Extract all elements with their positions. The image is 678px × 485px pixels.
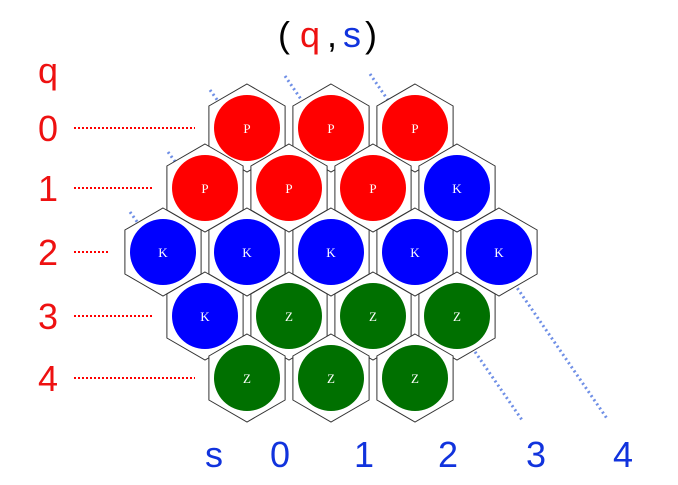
hex-cell: P <box>166 143 244 233</box>
cell-label: P <box>327 121 334 136</box>
s-column-label: 3 <box>526 434 546 475</box>
hex-cell: Z <box>418 271 496 361</box>
cell-circle <box>130 219 196 285</box>
cell-label: P <box>411 121 418 136</box>
cell-circle <box>214 95 280 161</box>
hex-cell: K <box>418 143 496 233</box>
q-row-label: 0 <box>38 108 58 149</box>
hex-cell: P <box>208 83 286 173</box>
s-column-labels: 0 1 2 3 4 <box>270 434 633 475</box>
hex-cell: P <box>292 83 370 173</box>
hex-cell: K <box>460 207 538 297</box>
cell-label: Z <box>285 309 293 324</box>
cell-circle <box>214 219 280 285</box>
hex-cell: Z <box>334 271 412 361</box>
cell-circle <box>466 219 532 285</box>
hex-cell: Z <box>250 271 328 361</box>
cell-circle <box>382 345 448 411</box>
cell-circle <box>424 283 490 349</box>
cell-label: Z <box>453 309 461 324</box>
hex-cell: P <box>376 83 454 173</box>
title-comma: , <box>327 14 337 55</box>
q-row-label: 3 <box>38 296 58 337</box>
title-q: q <box>300 14 320 55</box>
cell-label: K <box>494 245 504 260</box>
cell-circle <box>256 155 322 221</box>
cell-circle <box>298 219 364 285</box>
q-axis-title: q <box>38 50 58 91</box>
cell-circle <box>382 95 448 161</box>
hex-cell: Z <box>376 333 454 423</box>
cell-circle <box>256 283 322 349</box>
hex-cell: K <box>166 271 244 361</box>
hex-cell: P <box>334 143 412 233</box>
cell-circle <box>340 283 406 349</box>
cell-label: Z <box>411 371 419 386</box>
s-column-label: 4 <box>613 434 633 475</box>
q-row-label: 2 <box>38 232 58 273</box>
cell-label: K <box>410 245 420 260</box>
cell-label: P <box>243 121 250 136</box>
cell-label: K <box>200 309 210 324</box>
hex-cell: K <box>376 207 454 297</box>
hex-cell: Z <box>292 333 370 423</box>
title-s: s <box>343 14 361 55</box>
cell-circle <box>424 155 490 221</box>
q-row-label: 4 <box>38 358 58 399</box>
cell-label: K <box>326 245 336 260</box>
cell-label: K <box>242 245 252 260</box>
hex-cell: K <box>208 207 286 297</box>
cell-circle <box>298 345 364 411</box>
cell-label: K <box>452 181 462 196</box>
cell-label: Z <box>327 371 335 386</box>
cell-circle <box>214 345 280 411</box>
q-row-labels: 0 1 2 3 4 <box>38 108 58 399</box>
cell-circle <box>172 283 238 349</box>
title-open-paren: ( <box>278 14 290 55</box>
cell-circle <box>172 155 238 221</box>
cell-circle <box>298 95 364 161</box>
s-column-label: 2 <box>438 434 458 475</box>
cell-circle <box>340 155 406 221</box>
hex-cells: P P P P P P K K K K K K K Z Z Z Z Z Z <box>124 83 538 423</box>
cell-label: P <box>201 181 208 196</box>
cell-circle <box>382 219 448 285</box>
hex-cell: P <box>250 143 328 233</box>
title-close-paren: ) <box>365 14 377 55</box>
cell-label: P <box>369 181 376 196</box>
cell-label: K <box>158 245 168 260</box>
hex-cell: K <box>292 207 370 297</box>
q-row-label: 1 <box>38 168 58 209</box>
cell-label: P <box>285 181 292 196</box>
cell-label: Z <box>369 309 377 324</box>
cell-label: Z <box>243 371 251 386</box>
s-axis-title: s <box>205 434 223 475</box>
hex-cell: K <box>124 207 202 297</box>
hex-cell: Z <box>208 333 286 423</box>
s-column-label: 1 <box>354 434 374 475</box>
s-column-label: 0 <box>270 434 290 475</box>
q-guide-lines <box>74 127 195 379</box>
